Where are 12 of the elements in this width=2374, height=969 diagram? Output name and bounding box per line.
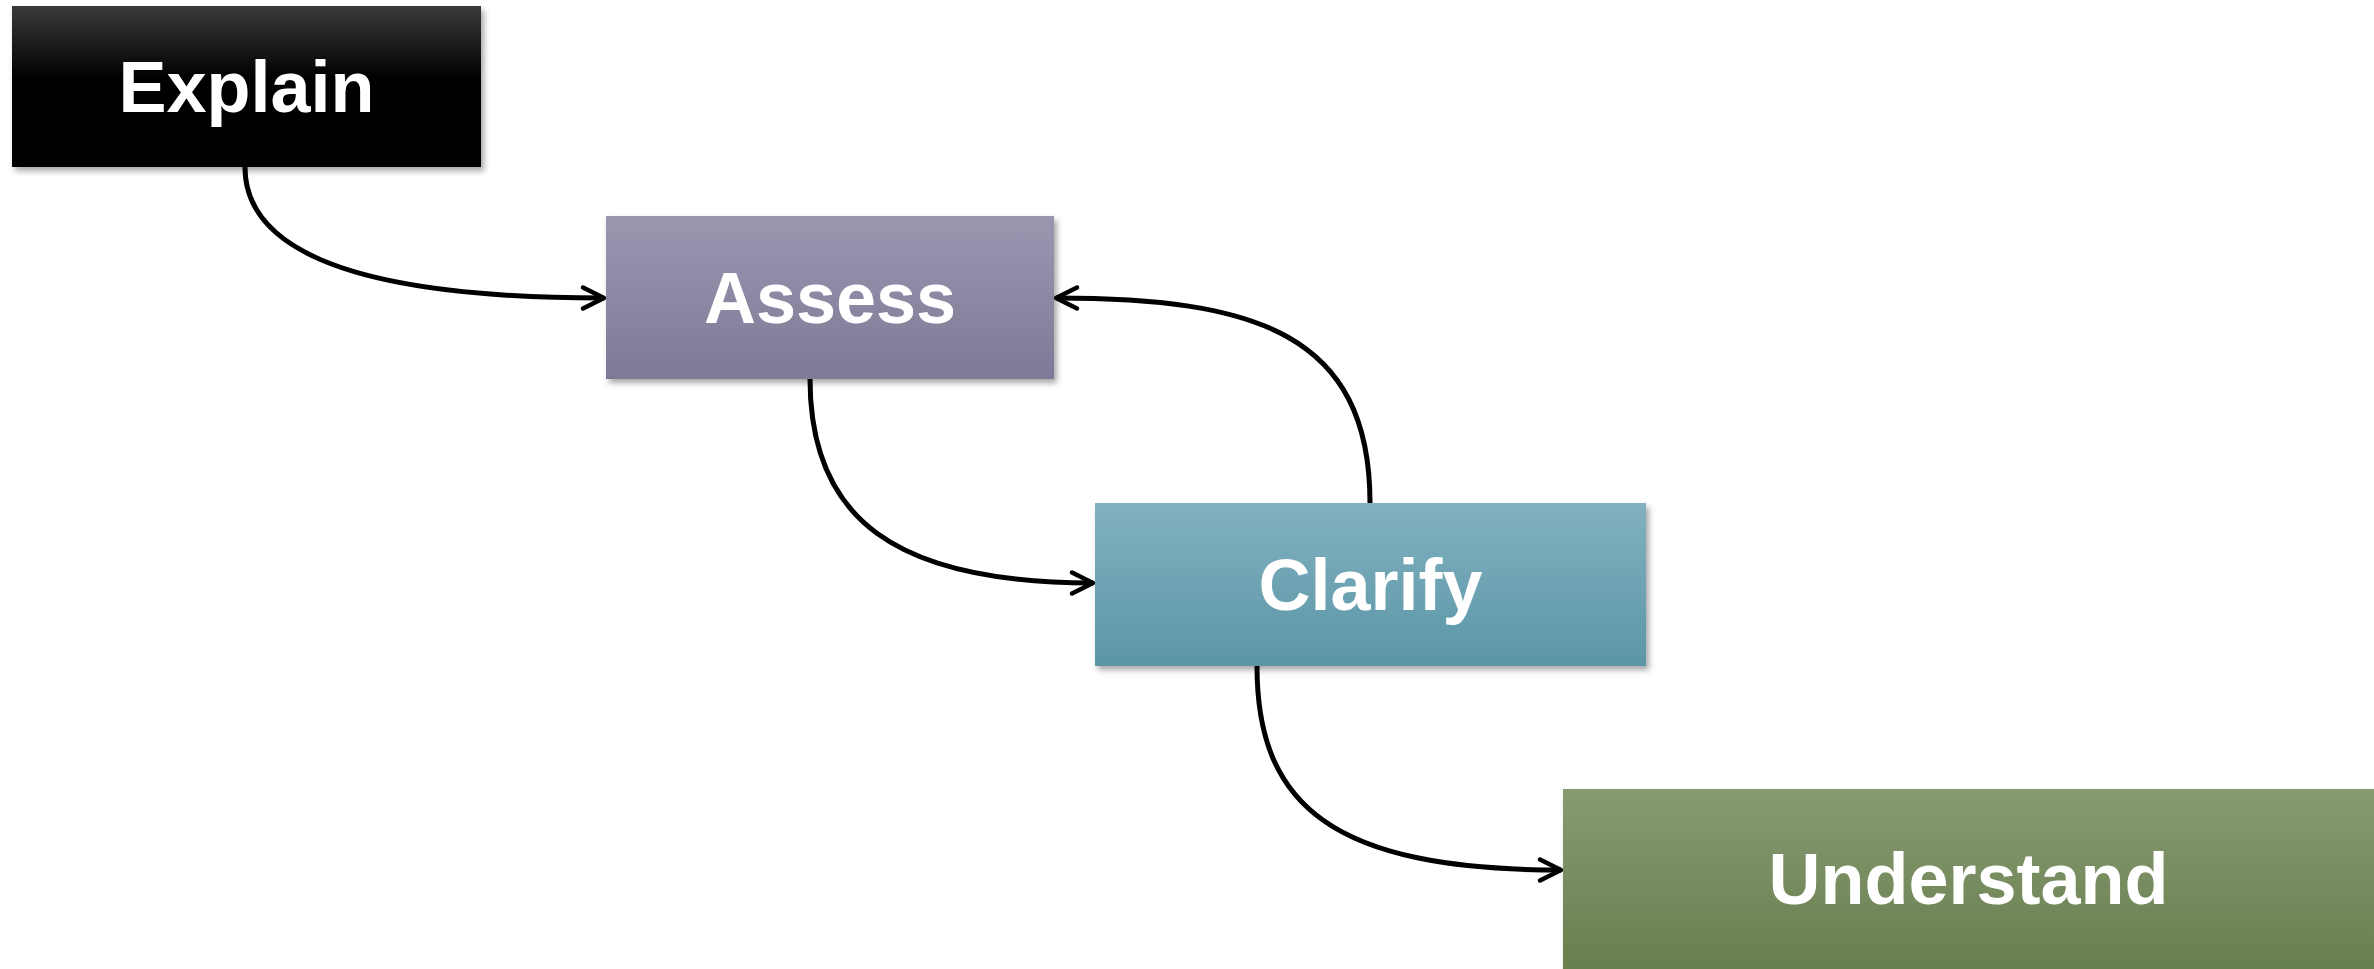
process-box <box>12 6 481 167</box>
box-label: Clarify <box>1258 543 1483 626</box>
process-box <box>1563 789 2374 969</box>
curved-arrow <box>807 378 1096 596</box>
box-label: Assess <box>703 256 957 339</box>
process-box <box>1095 503 1646 666</box>
curved-arrow <box>1254 665 1564 883</box>
process-box <box>606 216 1054 379</box>
box-label: Explain <box>118 45 375 128</box>
box-label: Understand <box>1768 838 2169 920</box>
curved-arrow <box>1053 285 1373 504</box>
curved-arrow <box>242 166 607 311</box>
